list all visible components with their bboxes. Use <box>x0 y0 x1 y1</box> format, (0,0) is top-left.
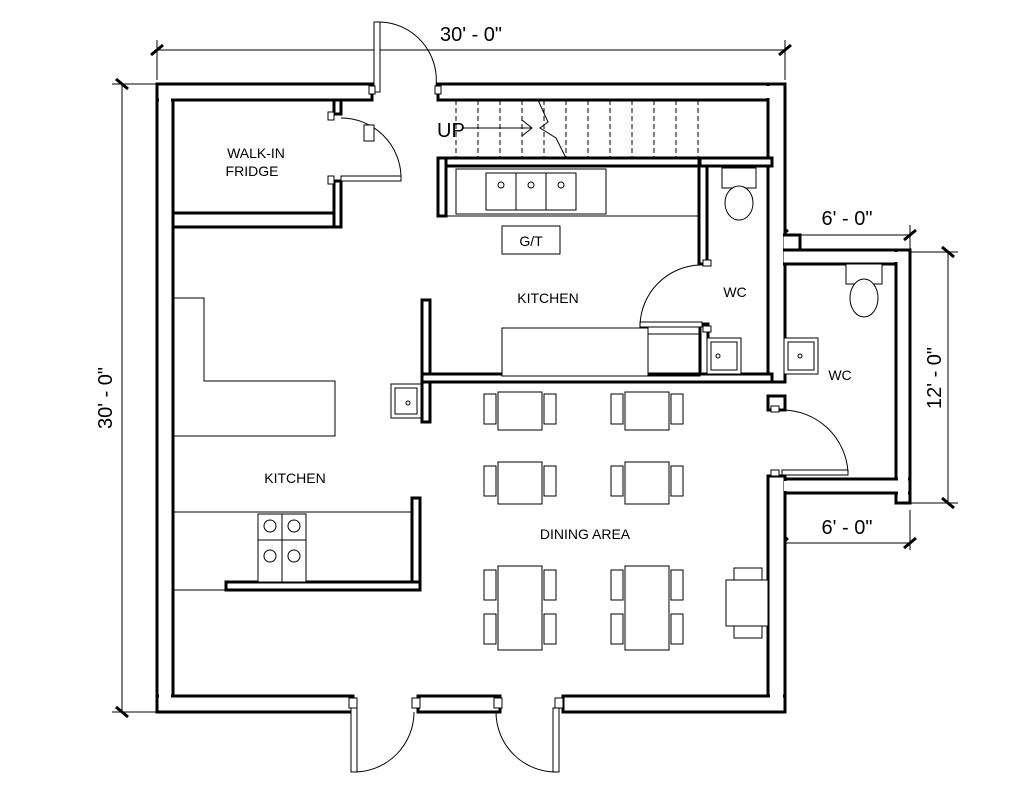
wc-right-fixtures <box>783 263 883 375</box>
lower-kitchen-counters <box>173 297 422 592</box>
dimension-left-label: 30' - 0" <box>95 367 117 429</box>
stairs-up-label: UP <box>437 120 465 142</box>
walk-in-fridge-label-1: WALK-IN <box>227 145 285 161</box>
interior-walls <box>171 98 774 424</box>
gt-label: G/T <box>519 233 543 249</box>
dimension-right-height <box>910 245 958 510</box>
dimension-right-lower-label: 6' - 0" <box>822 517 873 539</box>
wc-left-fixtures <box>706 167 757 375</box>
prep-table <box>501 327 701 377</box>
walk-in-fridge-label-2: FRIDGE <box>226 163 279 179</box>
doors <box>327 21 849 773</box>
dimension-right-upper-label: 6' - 0" <box>822 208 873 230</box>
wc-left-label: WC <box>723 284 746 300</box>
hand-sink-kitchen <box>390 383 422 419</box>
gt-box: G/T <box>501 225 561 255</box>
dimension-top-label: 30' - 0" <box>440 24 502 46</box>
dimension-top <box>150 40 792 80</box>
room-labels: WALK-IN FRIDGE KITCHEN KITCHEN DINING AR… <box>226 145 852 542</box>
dimension-right-height-label: 12' - 0" <box>924 347 946 409</box>
dining-tables <box>483 391 769 651</box>
kitchen-upper-label: KITCHEN <box>517 290 578 306</box>
dimension-left <box>112 77 157 719</box>
stairs <box>455 99 699 159</box>
wc-right-label: WC <box>828 367 851 383</box>
dining-area-label: DINING AREA <box>540 526 631 542</box>
upper-counter <box>445 165 701 217</box>
kitchen-lower-label: KITCHEN <box>264 470 325 486</box>
